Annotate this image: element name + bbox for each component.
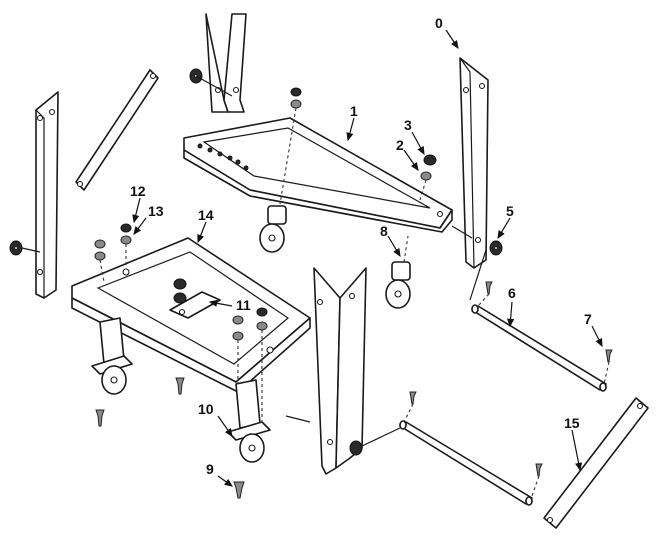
washers-part-11 [173,278,268,341]
washers-part-2-3 [420,154,437,181]
leg-left [35,91,59,299]
callout-2: 2 [396,137,404,153]
callout-11: 11 [236,297,251,313]
callout-13: 13 [148,203,164,219]
leg-right [459,57,489,269]
callout-5: 5 [506,203,514,219]
top-tray [183,117,453,233]
caster-bottom-center [227,379,271,463]
tray-bolts [197,143,249,171]
washer-front-leg [349,440,363,456]
bar-brace-upper-left [75,69,159,191]
callout-labels: 0 1 2 3 5 6 7 8 9 10 11 12 13 14 15 [130,15,592,477]
callout-15: 15 [564,415,580,431]
rod-right [471,304,607,392]
callout-10: 10 [198,401,214,417]
washer-left [9,240,23,256]
callout-6: 6 [508,285,516,301]
assembly-guide-lines [21,75,610,497]
callout-12: 12 [130,183,146,199]
callout-14: 14 [198,207,214,223]
callout-9: 9 [206,461,214,477]
leg-front-center [313,267,367,475]
base-frame [71,237,311,393]
leg-rear-top [205,13,247,113]
callout-leaders [132,29,603,487]
caster-bottom-left [91,317,133,395]
screws [95,281,613,499]
callout-7: 7 [584,311,592,327]
rod-bottom [399,420,533,506]
callout-0: 0 [435,15,443,31]
callout-3: 3 [404,117,412,133]
callout-1: 1 [350,103,358,119]
caster-top-left [259,205,287,253]
callout-8: 8 [380,223,388,239]
washer-part-5 [489,240,503,256]
caster-top-right [385,261,411,309]
washers-part-12-13 [94,223,132,261]
washers-top-stack [290,87,302,109]
brace-bar [543,397,649,529]
